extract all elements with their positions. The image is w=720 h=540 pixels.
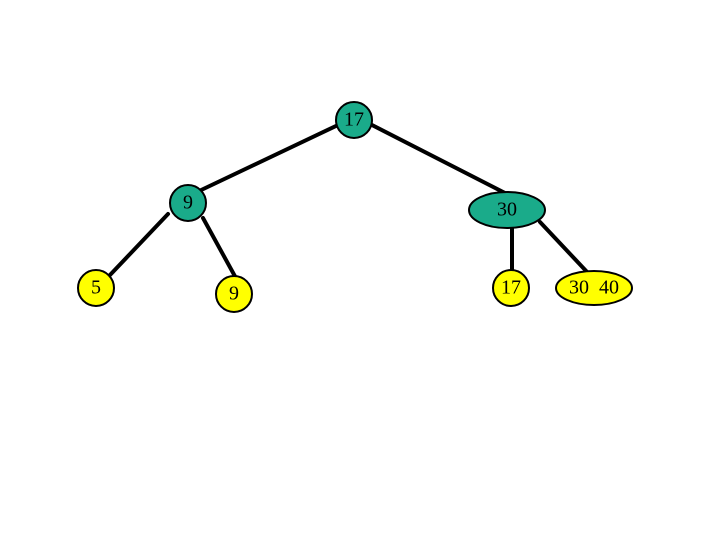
leaf-node-9: 9 — [215, 275, 253, 313]
edge-root-to-left — [195, 123, 340, 194]
node-root: 17 — [335, 101, 373, 139]
node-right-label: 30 — [497, 199, 517, 221]
edge-right-to-leaf-30-40 — [538, 220, 590, 275]
leaf-node-5: 5 — [77, 269, 115, 307]
edge-left-to-leaf-5 — [108, 212, 170, 277]
node-left-label: 9 — [183, 192, 193, 214]
leaf-node-5-shape — [77, 269, 115, 307]
edge-left-to-leaf-9 — [201, 216, 239, 282]
leaf-node-30-40: 30 40 — [555, 270, 633, 306]
leaf-node-17-shape — [492, 269, 530, 307]
leaf-node-5-label: 5 — [91, 277, 101, 299]
node-right-shape — [468, 191, 546, 229]
leaf-node-17: 17 — [492, 269, 530, 307]
node-left-shape — [169, 184, 207, 222]
node-root-shape — [335, 101, 373, 139]
node-left: 9 — [169, 184, 207, 222]
leaf-node-30-40-shape — [555, 270, 633, 306]
node-root-label: 17 — [344, 109, 364, 131]
leaf-node-9-shape — [215, 275, 253, 313]
leaf-node-30-40-label: 30 40 — [569, 277, 619, 299]
leaf-node-9-label: 9 — [229, 283, 239, 305]
node-right: 30 — [468, 191, 546, 229]
leaf-node-17-label: 17 — [501, 277, 521, 299]
edge-root-to-right — [370, 123, 507, 195]
